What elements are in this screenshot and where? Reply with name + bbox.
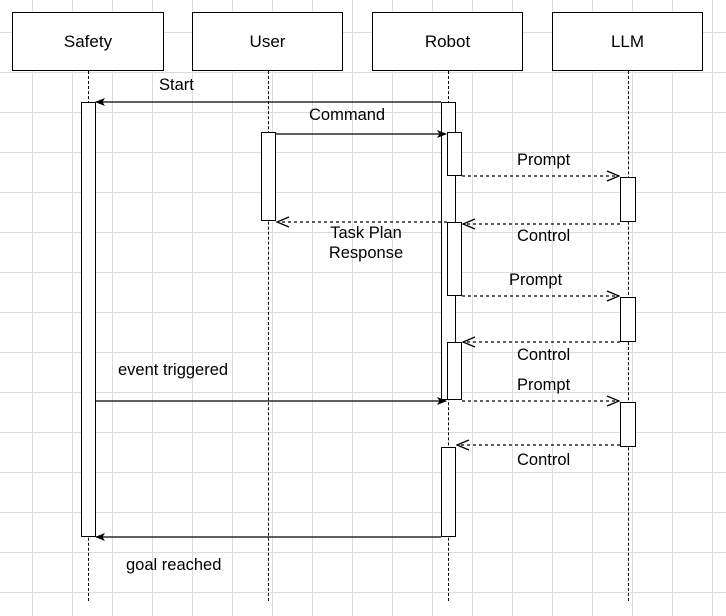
lifeline-user [268, 71, 269, 601]
activation-llm-2[interactable] [620, 297, 636, 342]
label-task-plan-response: Task Plan Response [320, 224, 412, 264]
label-event-triggered: event triggered [118, 361, 229, 379]
activation-safety[interactable] [81, 102, 96, 537]
label-command: Command [309, 106, 386, 124]
activation-robot-2[interactable] [447, 222, 462, 296]
participant-llm[interactable]: LLM [552, 12, 703, 71]
activation-robot-3[interactable] [447, 342, 462, 400]
participant-safety[interactable]: Safety [12, 12, 164, 71]
label-prompt-2: Prompt [509, 271, 563, 289]
participant-robot[interactable]: Robot [372, 12, 523, 71]
label-goal-reached: goal reached [126, 556, 222, 574]
label-prompt-3: Prompt [517, 376, 571, 394]
activation-robot-1[interactable] [447, 132, 462, 176]
activation-llm-1[interactable] [620, 177, 636, 222]
activation-user[interactable] [261, 132, 276, 221]
participant-user[interactable]: User [192, 12, 343, 71]
label-start: Start [159, 76, 194, 94]
label-task-plan: Task Plan [330, 224, 402, 242]
label-response: Response [328, 243, 404, 262]
activation-llm-3[interactable] [620, 402, 636, 447]
activation-robot-4[interactable] [441, 447, 456, 537]
label-prompt-1: Prompt [517, 151, 571, 169]
label-control-3: Control [517, 451, 571, 469]
label-control-1: Control [517, 227, 571, 245]
label-control-2: Control [517, 346, 571, 364]
